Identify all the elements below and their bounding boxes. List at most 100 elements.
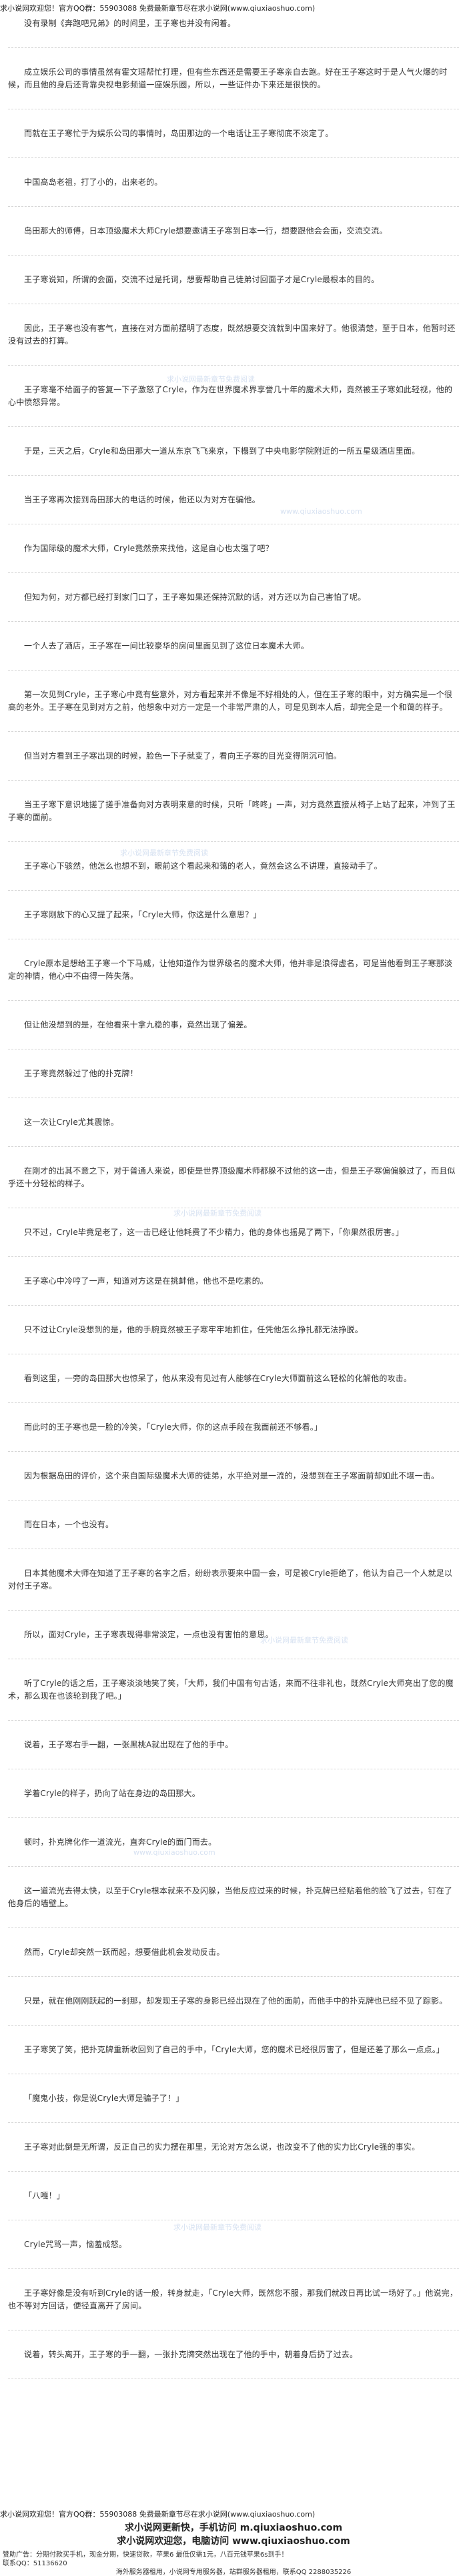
paragraph-divider: [8, 1354, 459, 1355]
paragraph-divider: [8, 1817, 459, 1819]
paragraph-divider: [8, 2074, 459, 2075]
paragraph: 而此时的王子寒也是一脸的冷笑，「Cryle大师，你的这点手段在我面前还不够看。」: [24, 1422, 323, 1432]
paragraph-divider: [8, 1976, 459, 1978]
paragraph-divider: [8, 47, 459, 49]
paragraph-divider: [8, 1659, 459, 1660]
page-footer: 求小说网欢迎您！官方QQ群：55903088 免费最新章节尽在求小说网(www.…: [0, 2509, 467, 2576]
paragraph: 中国高岛老祖，打了小的，出来老的。: [24, 177, 163, 187]
paragraph: 「八嘎！」: [24, 2191, 65, 2200]
paragraph-divider: [8, 1866, 459, 1867]
paragraph-divider: [8, 2268, 459, 2270]
paragraph: 王子寒好像是没有听到Cryle的话一般，转身就走，「Cryle大师，既然您不服，…: [8, 2288, 458, 2310]
paragraph: 在刚才的出其不意之下，对于普通人来说，即使是世界顶级魔术师都躲不过他的这一击，但…: [8, 1166, 456, 1188]
paragraph: 「魔鬼小技，你是说Cryle大师是骗子了！」: [24, 2094, 184, 2103]
paragraph-divider: [8, 780, 459, 781]
chapter-content: 没有录制《奔跑吧兄弟》的时间里，王子寒也并没有闲着。成立娱乐公司的事情虽然有霍文…: [0, 17, 467, 2397]
paragraph-divider: [8, 304, 459, 305]
paragraph-divider: [8, 365, 459, 366]
paragraph-divider: [8, 206, 459, 207]
paragraph-divider: [8, 475, 459, 476]
paragraph: 然而，Cryle却突然一跃而起，想要借此机会发动反击。: [24, 1948, 225, 1957]
paragraph-divider: [8, 1549, 459, 1550]
paragraph-divider: [8, 731, 459, 733]
paragraph-divider: [8, 1256, 459, 1258]
paragraph-divider: [8, 621, 459, 622]
paragraph: 学着Cryle的样子，扔向了站在身边的岛田那大。: [24, 1789, 200, 1798]
paragraph-divider: [8, 1000, 459, 1001]
paragraph-divider: [8, 1610, 459, 1611]
paragraph-divider: [8, 426, 459, 428]
footer-contact: 联系QQ：51136620: [3, 2560, 67, 2567]
paragraph: 王子寒笑了笑，把扑克牌重新收回到了自己的手中，「Cryle大师，您的魔术已经很厉…: [24, 2045, 445, 2054]
paragraph: Cryle咒骂一声，恼羞成怒。: [24, 2240, 127, 2249]
paragraph: 所以，面对Cryle，王子寒表现得非常淡定，一点也没有害怕的意思。: [24, 1630, 274, 1639]
paragraph: 听了Cryle的话之后，王子寒淡淡地笑了笑，「大师，我们中国有句古话，来而不往非…: [8, 1679, 454, 1701]
paragraph: 作为国际级的魔术大师，Cryle竟然亲来找他，这是自心也太强了吧？: [24, 544, 274, 553]
paragraph: 看到这里，一旁的岛田那大也惊呆了，他从来没有见过有人能够在Cryle大师面前这么…: [24, 1374, 412, 1383]
paragraph-divider: [8, 939, 459, 940]
paragraph-divider: [8, 1720, 459, 1721]
paragraph: 于是，三天之后，Cryle和岛田那大一道从东京飞飞来京，下榻到了中央电影学院附近…: [24, 446, 420, 456]
paragraph: 王子寒心下骇然，他怎么也想不到，眼前这个看起来和蔼的老人，竟然会这么不讲理，直接…: [24, 861, 382, 871]
paragraph-divider: [8, 2220, 459, 2221]
paragraph: 没有录制《奔跑吧兄弟》的时间里，王子寒也并没有闲着。: [24, 19, 236, 28]
paragraph: 但让他没想到的是，在他看来十拿九稳的事，竟然出现了偏差。: [24, 1020, 252, 1029]
paragraph: 只不过让Cryle没想到的是，他的手腕竟然被王子寒牢牢地抓住，任凭他怎么挣扎都无…: [24, 1325, 363, 1334]
paragraph-divider: [8, 1146, 459, 1148]
paragraph-divider: [8, 2330, 459, 2331]
paragraph-divider: [8, 1402, 459, 1404]
paragraph: 只是，就在他刚刚跃起的一刹那，却发现王子寒的身影已经出现在了他的面前，而他手中的…: [24, 1996, 448, 2006]
paragraph: 王子寒说知，所谓的会面，交流不过是托词，想要帮助自己徒弟讨回面子才是Cryle最…: [24, 275, 380, 284]
paragraph-divider: [8, 1049, 459, 1050]
paragraph: 这一次让Cryle尤其震惊。: [24, 1118, 119, 1127]
paragraph: 王子寒竟然躲过了他的扑克牌！: [24, 1069, 138, 1078]
paragraph: 因为根据岛田的评价，这个来自国际级魔术大师的徒弟，水平绝对是一流的，没想到在王子…: [24, 1471, 440, 1480]
paragraph: 王子寒对此倒是无所谓，反正自己的实力摆在那里，无论对方怎么说，也改变不了他的实力…: [24, 2142, 420, 2152]
paragraph-divider: [8, 1305, 459, 1306]
paragraph: 说着，转头离开，王子寒的手一翻，一张扑克牌突然出现在了他的手中，朝着身后扔了过去…: [24, 2350, 358, 2359]
paragraph: 这一道流光去得太快，以至于Cryle根本就来不及闪躲，当他反应过来的时候，扑克牌…: [8, 1886, 453, 1908]
paragraph-divider: [8, 2122, 459, 2124]
paragraph-divider: [8, 841, 459, 843]
footer-desktop-link[interactable]: 求小说网欢迎您，电脑访问 www.qiuxiaoshuo.com: [117, 2536, 350, 2547]
paragraph-divider: [8, 1098, 459, 1099]
paragraph-divider: [8, 1769, 459, 1770]
paragraph: 顿时，扑克牌化作一道流光，直奔Cryle的面门而去。: [24, 1837, 217, 1847]
paragraph-divider: [8, 572, 459, 574]
paragraph-divider: [8, 2171, 459, 2172]
paragraph: 但当对方看到王子寒出现的时候，脸色一下子就变了，看向王子寒的目光变得阴沉可怕。: [24, 751, 342, 761]
paragraph: 王子寒心中冷哼了一声，知道对方这是在挑衅他，他也不是吃素的。: [24, 1276, 269, 1286]
footer-notice: 求小说网欢迎您！官方QQ群：55903088 免费最新章节尽在求小说网(www.…: [0, 2510, 316, 2519]
footer-mobile-link[interactable]: 求小说网更新快，手机访问 m.qiuxiaoshuo.com: [124, 2523, 343, 2533]
paragraph: Cryle原本是想给王子寒一个下马威，让他知道作为世界级名的魔术大师，他并非是浪…: [8, 959, 453, 981]
paragraph-divider: [8, 524, 459, 525]
paragraph-divider: [8, 109, 459, 110]
paragraph-divider: [8, 1208, 459, 1209]
paragraph-divider: [8, 157, 459, 159]
paragraph: 只不过，Cryle毕竟是老了，这一击已经让他耗费了不少精力，他的身体也摇晃了两下…: [24, 1228, 404, 1237]
footer-ad[interactable]: 赞助广告：分期付款买手机，现金分期，快速贷款，苹果6 最低仅需1元，八百元钱苹果…: [3, 2551, 288, 2559]
paragraph-divider: [8, 2379, 459, 2380]
paragraph: 说着，王子寒右手一翻，一张黑桃A就出现在了他的手中。: [24, 1740, 234, 1749]
paragraph-divider: [8, 1500, 459, 1501]
paragraph: 王子寒刚放下的心又提了起来，「Cryle大师，你这是什么意思？」: [24, 910, 262, 919]
paragraph: 岛田那大的师傅，日本顶级魔术大师Cryle想要邀请王子寒到日本一行，想要跟他会会…: [24, 226, 388, 236]
paragraph: 当王子寒再次接到岛田那大的电话的时候，他还以为对方在骗他。: [24, 495, 260, 504]
paragraph-divider: [8, 1451, 459, 1452]
paragraph: 王子寒毫不给面子的答复一下子激怒了Cryle，作为在世界魔术界享誉几十年的魔术大…: [8, 385, 453, 407]
paragraph: 第一次见到Cryle，王子寒心中竟有些意外，对方看起来并不像是不好相处的人，但在…: [8, 690, 453, 712]
paragraph: 因此，王子寒也没有客气，直接在对方面前摆明了态度，既然想要交流就到中国来好了。他…: [8, 324, 456, 346]
paragraph: 日本其他魔术大师在知道了王子寒的名字之后，纷纷表示要来中国一会，可是被Cryle…: [8, 1569, 453, 1591]
paragraph: 但知为何，对方都已经打到家门口了，王子寒如果还保持沉默的话，对方还以为自己害怕了…: [24, 592, 366, 602]
paragraph: 而在日本，一个也没有。: [24, 1520, 114, 1529]
paragraph-divider: [8, 2025, 459, 2026]
header-notice: 求小说网欢迎您！官方QQ群：55903088 免费最新章节尽在求小说网(www.…: [0, 4, 316, 13]
paragraph: 而就在王子寒忙于为娱乐公司的事情时，岛田那边的一个电话让王子寒彻底不淡定了。: [24, 129, 334, 138]
paragraph-divider: [8, 890, 459, 891]
paragraph: 一个人去了酒店，王子寒在一间比较豪华的房间里面见到了这位日本魔术大师。: [24, 641, 310, 651]
paragraph-divider: [8, 1927, 459, 1929]
paragraph: 当王子寒下意识地搓了搓手准备向对方表明来意的时候，只听「咚咚」一声，对方竟然直接…: [8, 800, 456, 822]
paragraph: 成立娱乐公司的事情虽然有霍文瑶帮忙打理，但有些东西还是需要王子寒亲自去跑。好在王…: [8, 67, 448, 89]
footer-server-ad[interactable]: 海外服务器租用，小说网专用服务器，站群服务器租用，联系QQ 2288035226: [115, 2569, 352, 2576]
paragraph-divider: [8, 670, 459, 671]
